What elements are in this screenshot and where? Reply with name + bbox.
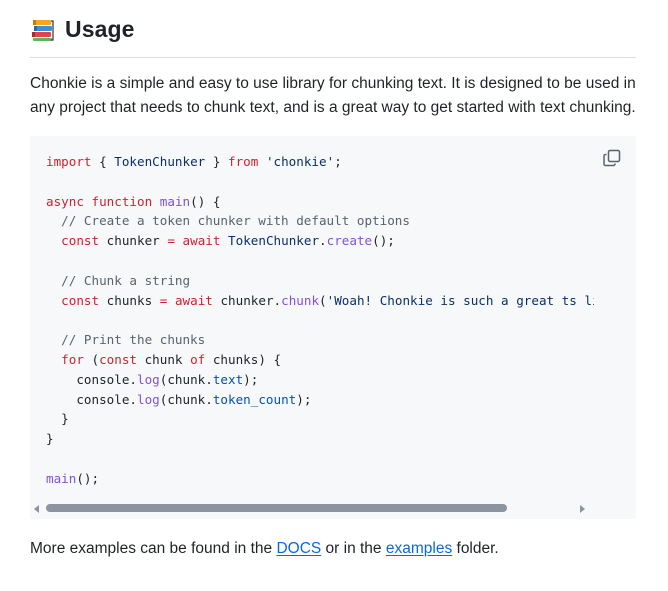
code-line: }	[46, 431, 54, 447]
code-line: const chunker = await TokenChunker.creat…	[61, 233, 395, 249]
code-line: console.log(chunk.token_count);	[46, 391, 312, 407]
scroll-right-arrow-icon[interactable]	[580, 505, 585, 513]
copy-button[interactable]	[602, 148, 622, 168]
code-line	[46, 251, 594, 271]
code-line: async function main() {	[46, 193, 221, 209]
readme-section: Usage Chonkie is a simple and easy to us…	[30, 0, 636, 577]
books-icon	[30, 17, 56, 43]
code-line	[46, 449, 594, 469]
code-line: main();	[46, 470, 100, 486]
code-line	[46, 172, 594, 192]
code-line: // Print the chunks	[46, 332, 206, 348]
outro-middle: or in the	[321, 540, 386, 557]
scrollbar-thumb[interactable]	[46, 504, 507, 512]
code-block[interactable]: import { TokenChunker } from 'chonkie'; a…	[30, 136, 636, 519]
code-content[interactable]: import { TokenChunker } from 'chonkie'; a…	[46, 152, 594, 489]
code-line: }	[46, 411, 69, 427]
outro-suffix: folder.	[452, 540, 499, 557]
outro-paragraph: More examples can be found in the DOCS o…	[30, 537, 636, 561]
scroll-left-arrow-icon[interactable]	[34, 505, 39, 513]
code-line: // Chunk a string	[46, 272, 191, 288]
copy-icon	[603, 149, 621, 167]
code-line: // Create a token chunker with default o…	[46, 213, 410, 229]
code-line: import { TokenChunker } from 'chonkie';	[46, 154, 342, 169]
docs-link[interactable]: DOCS	[276, 540, 322, 557]
examples-link[interactable]: examples	[385, 540, 453, 557]
code-line: const chunks = await chunker.chunk('Woah…	[61, 292, 594, 308]
code-line: for (const chunk of chunks) {	[61, 351, 282, 367]
section-heading: Usage	[30, 6, 636, 58]
outro-prefix: More examples can be found in the	[30, 540, 277, 557]
horizontal-scrollbar[interactable]	[30, 503, 636, 515]
intro-paragraph: Chonkie is a simple and easy to use libr…	[30, 75, 636, 116]
code-line: console.log(chunk.text);	[46, 371, 259, 387]
code-line	[46, 310, 594, 330]
section-title: Usage	[65, 16, 135, 42]
